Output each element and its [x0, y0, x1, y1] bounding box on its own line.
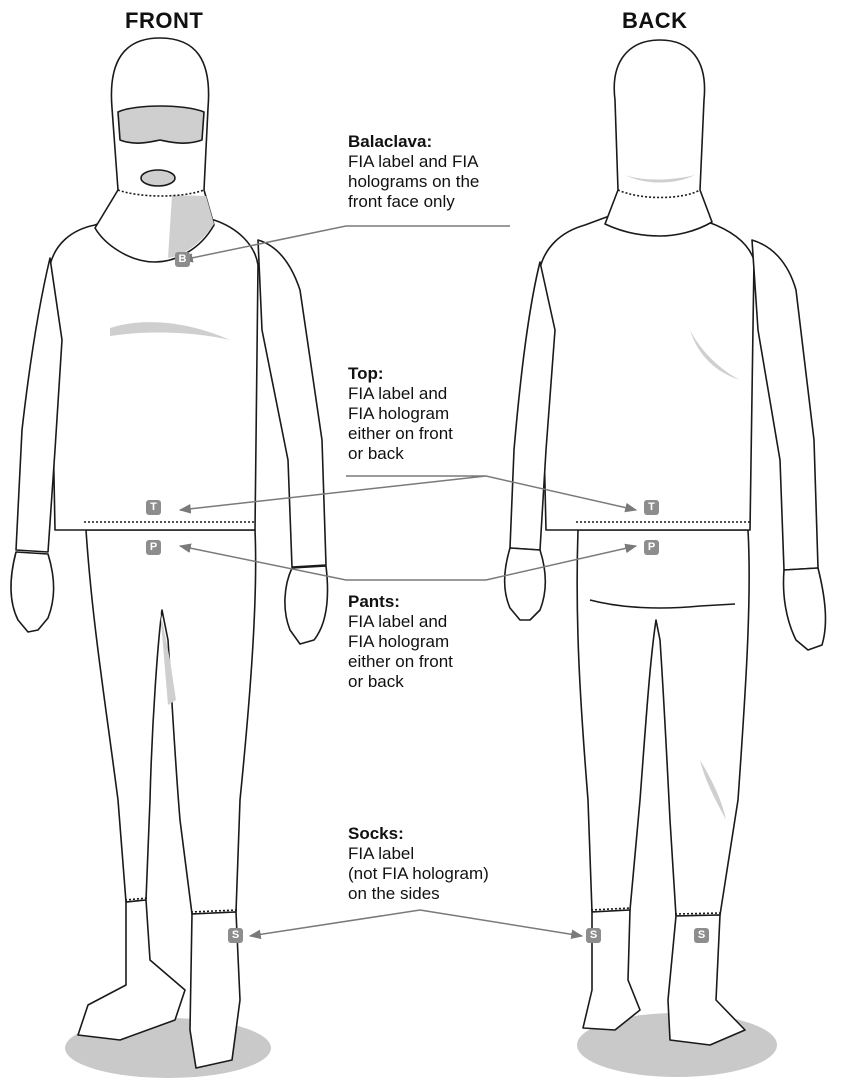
- pants-line-4: or back: [348, 672, 453, 692]
- top-callout: Top: FIA label and FIA hologram either o…: [348, 364, 453, 464]
- socks-callout: Socks: FIA label (not FIA hologram) on t…: [348, 824, 489, 904]
- balaclava-line-3: front face only: [348, 192, 479, 212]
- pants-line-2: FIA hologram: [348, 632, 453, 652]
- front-mouth-opening: [141, 170, 175, 186]
- top-tag-front: T: [146, 500, 161, 515]
- back-view-title: BACK: [622, 8, 688, 34]
- back-hood: [605, 40, 712, 236]
- front-eye-opening: [118, 106, 204, 143]
- balaclava-line-1: FIA label and FIA: [348, 152, 479, 172]
- socks-tag-front: S: [228, 928, 243, 943]
- back-figure: [505, 40, 826, 1077]
- socks-tag-back-left: S: [694, 928, 709, 943]
- front-legs: [86, 530, 256, 914]
- front-hand-right: [11, 552, 54, 632]
- socks-heading: Socks:: [348, 824, 489, 844]
- back-hand-left: [784, 568, 826, 650]
- pants-callout: Pants: FIA label and FIA hologram either…: [348, 592, 453, 692]
- balaclava-heading: Balaclava:: [348, 132, 479, 152]
- back-torso: [540, 215, 754, 530]
- pants-tag-front: P: [146, 540, 161, 555]
- top-line-4: or back: [348, 444, 453, 464]
- top-tag-back: T: [644, 500, 659, 515]
- pants-line-3: either on front: [348, 652, 453, 672]
- pants-line-1: FIA label and: [348, 612, 453, 632]
- socks-line-1: FIA label: [348, 844, 489, 864]
- socks-line-2: (not FIA hologram): [348, 864, 489, 884]
- balaclava-line-2: holograms on the: [348, 172, 479, 192]
- front-view-title: FRONT: [125, 8, 203, 34]
- balaclava-tag-front: B: [175, 252, 190, 267]
- back-arm-left: [752, 240, 818, 570]
- pants-heading: Pants:: [348, 592, 453, 612]
- socks-tag-back-right: S: [586, 928, 601, 943]
- back-hand-right: [505, 548, 546, 620]
- front-hand-left: [285, 566, 328, 644]
- top-line-3: either on front: [348, 424, 453, 444]
- back-legs: [577, 530, 749, 916]
- front-figure: [11, 38, 328, 1078]
- top-heading: Top:: [348, 364, 453, 384]
- socks-arrow-front: [250, 910, 420, 936]
- top-line-2: FIA hologram: [348, 404, 453, 424]
- front-sock-right: [78, 900, 185, 1040]
- socks-line-3: on the sides: [348, 884, 489, 904]
- front-arm-left: [258, 240, 326, 567]
- top-line-1: FIA label and: [348, 384, 453, 404]
- socks-arrow-back: [420, 910, 582, 936]
- balaclava-callout: Balaclava: FIA label and FIA holograms o…: [348, 132, 479, 212]
- pants-tag-back: P: [644, 540, 659, 555]
